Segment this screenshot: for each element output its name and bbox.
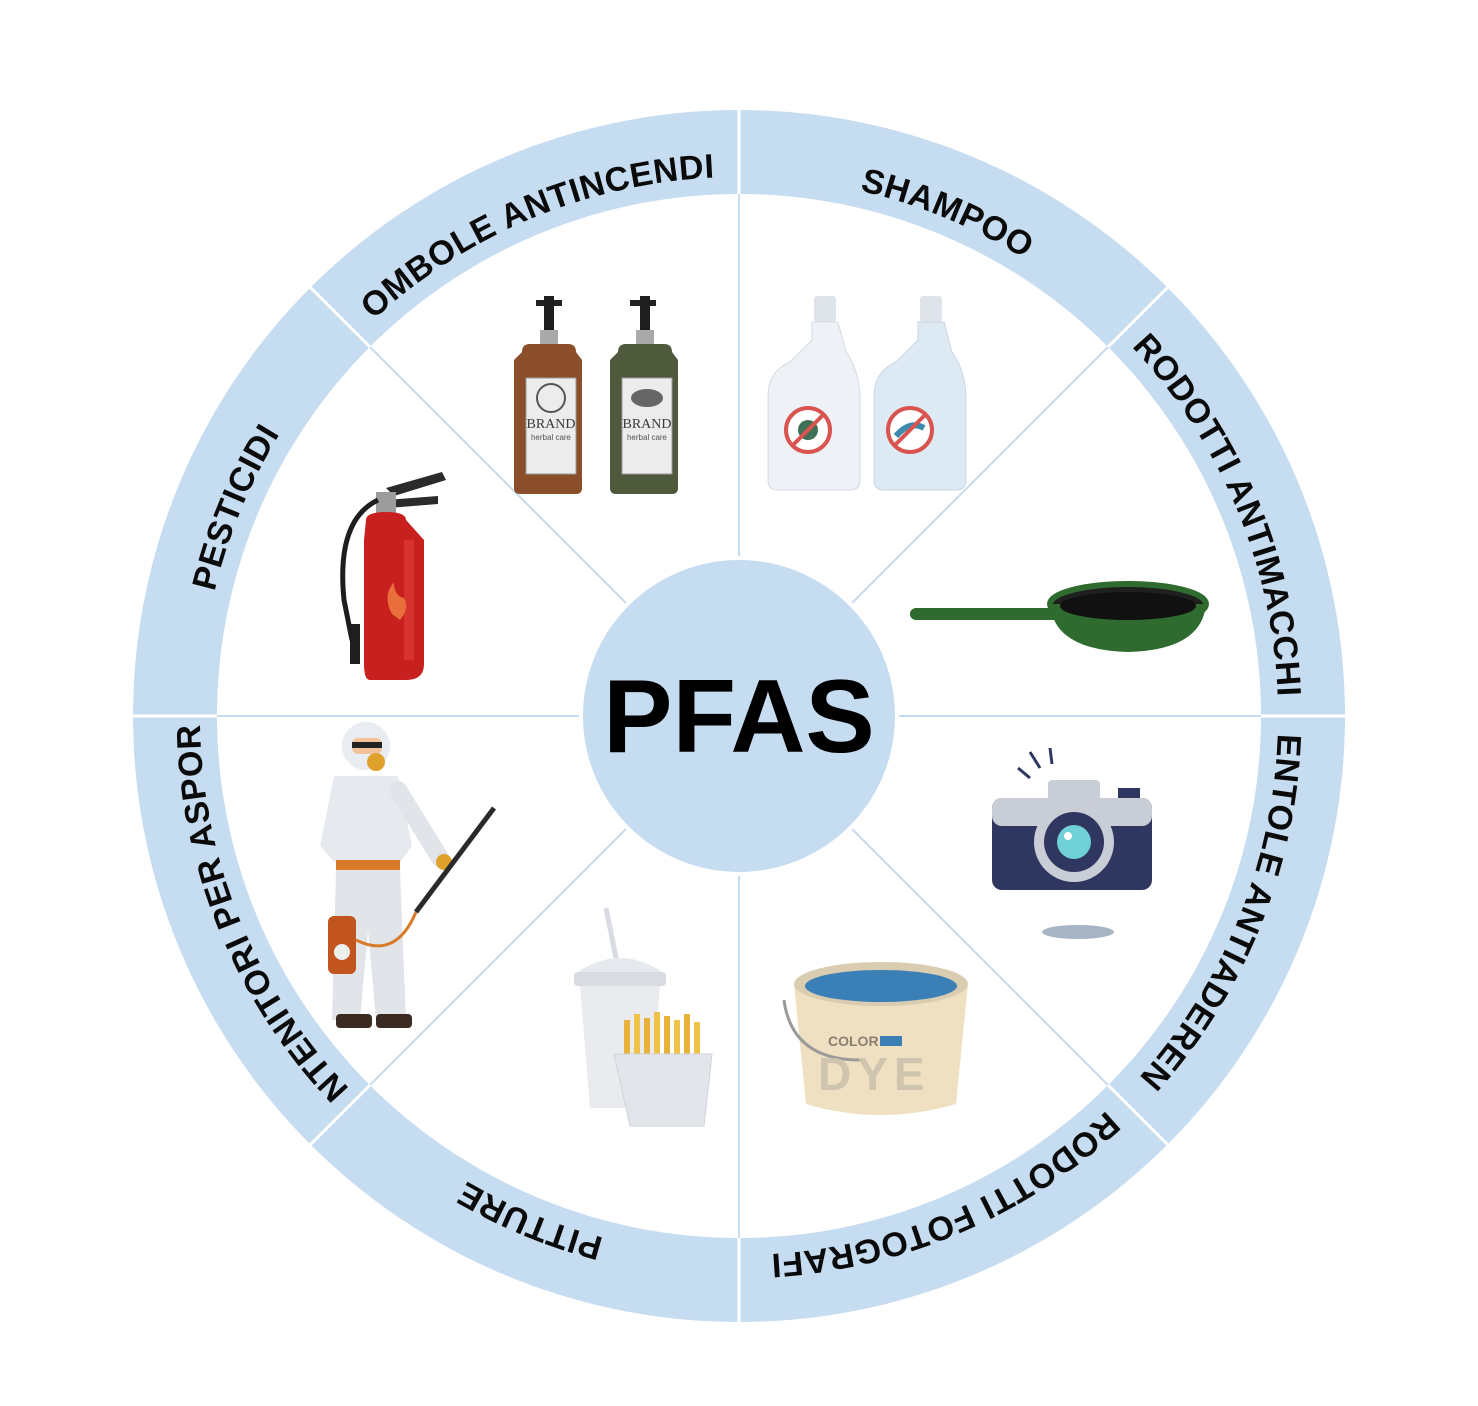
inner-spokes	[217, 194, 1261, 1238]
inner-spoke	[850, 827, 1109, 1086]
paint-dye-label: DYE	[818, 1048, 931, 1100]
ring-divider	[1106, 285, 1170, 349]
shampoo-brand-label: BRAND	[526, 417, 575, 432]
pesticide-sprayer-icon	[320, 722, 496, 1028]
shampoo-brand-label-2: BRAND	[622, 417, 671, 432]
paint-color-label: COLOR	[828, 1033, 879, 1049]
inner-spoke	[369, 346, 628, 605]
stain-remover-bottles-icon	[767, 296, 967, 491]
ring-dividers	[132, 109, 1346, 1323]
inner-spoke	[850, 346, 1109, 605]
takeaway-cup-fries-icon	[574, 907, 713, 1127]
shampoo-sub-label-2: herbal care	[627, 433, 668, 442]
center-circle	[579, 556, 899, 876]
shampoo-sub-label: herbal care	[531, 433, 572, 442]
nonstick-pan-icon	[910, 581, 1209, 652]
shampoo-bottles-icon: BRAND herbal care BRAND herbal care	[514, 296, 678, 494]
paint-bucket-icon: COLOR DYE	[782, 962, 968, 1115]
ring-divider	[1106, 1083, 1170, 1147]
camera-icon	[992, 747, 1152, 939]
center-label: PFAS	[603, 659, 875, 775]
ring-divider	[308, 1083, 372, 1147]
inner-spoke	[369, 827, 628, 1086]
ring-divider	[308, 285, 372, 349]
fire-extinguisher-icon	[340, 472, 446, 680]
